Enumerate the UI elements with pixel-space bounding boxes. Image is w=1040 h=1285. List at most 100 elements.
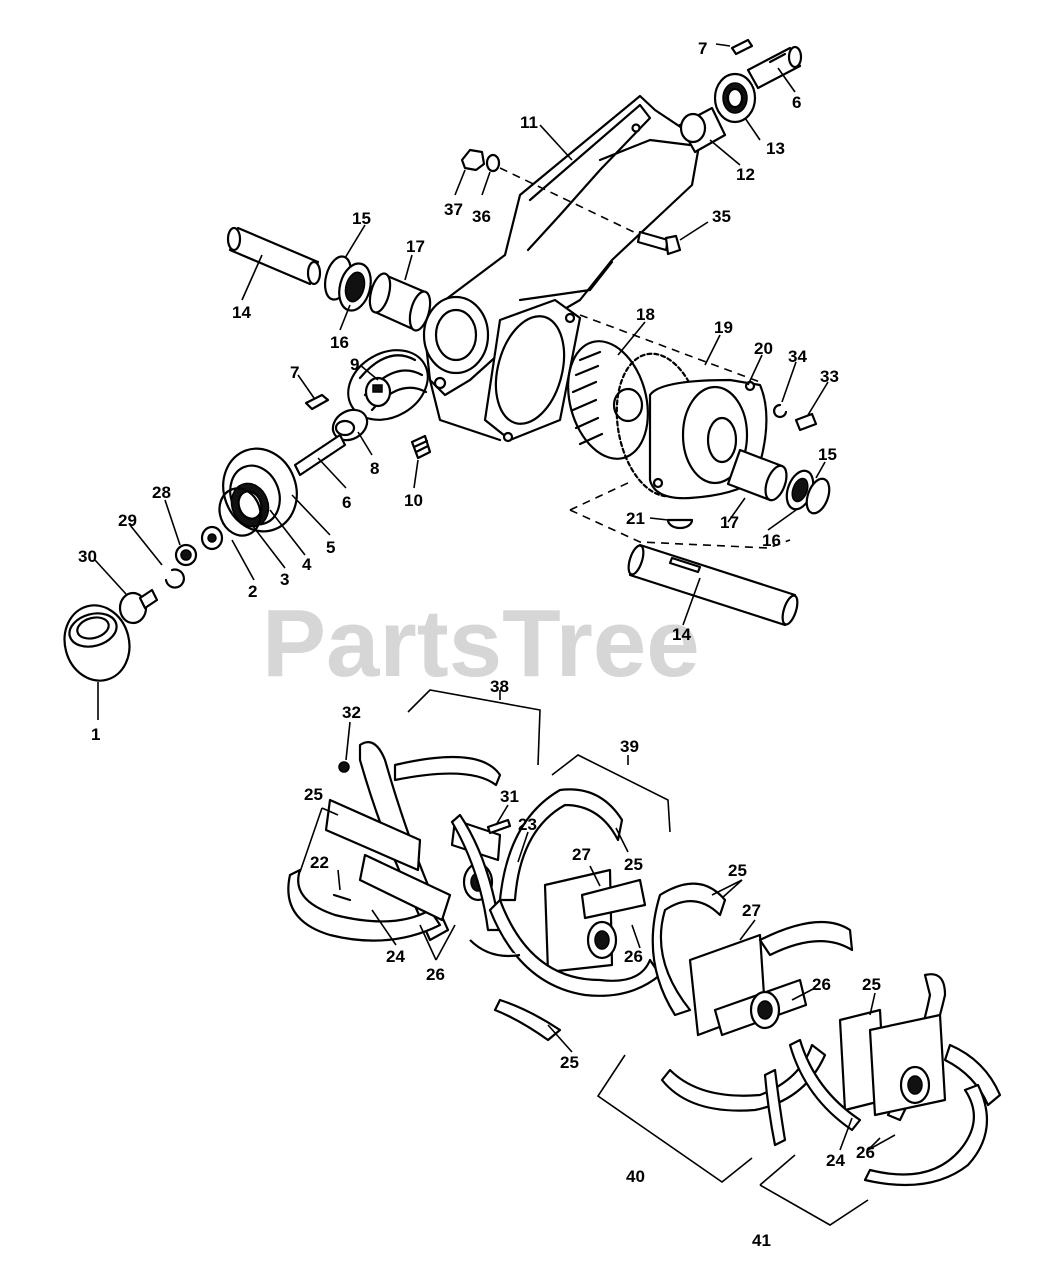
callout-20: 20 [754, 339, 773, 358]
callout-25: 25 [304, 785, 323, 804]
callout-39: 39 [620, 737, 639, 756]
fitting-part-30[interactable] [118, 588, 159, 625]
callout-5: 5 [326, 538, 335, 557]
callout-12: 12 [736, 165, 755, 184]
callout-25: 25 [624, 855, 643, 874]
callout-32: 32 [342, 703, 361, 722]
housing-part-11[interactable] [422, 94, 702, 443]
tine-blade [660, 1043, 827, 1112]
callout-34: 34 [788, 347, 807, 366]
group-brackets [407, 689, 869, 1226]
callout-29: 29 [118, 511, 137, 530]
callout-38: 38 [490, 677, 509, 696]
tine-blade [450, 813, 502, 932]
assembly-line-35 [499, 167, 641, 236]
callout-24: 24 [826, 1151, 845, 1170]
tine-blade [287, 868, 442, 942]
tine-blade [863, 1083, 989, 1187]
tine-set-38[interactable] [287, 741, 520, 942]
callout-4: 4 [302, 555, 312, 574]
cap-part-1[interactable] [56, 598, 137, 688]
bearing-part-13[interactable] [713, 72, 757, 124]
washer-part-36[interactable] [485, 153, 501, 173]
bolt-part-33[interactable] [794, 412, 818, 432]
callout-15: 15 [818, 445, 837, 464]
callout-14: 14 [232, 303, 251, 322]
woodruff-key-part-21[interactable] [666, 518, 694, 530]
tine-blade [763, 1068, 787, 1147]
tine-blade [393, 755, 502, 787]
shaft-part-14-upper[interactable] [226, 226, 322, 286]
bushing-part-12[interactable] [678, 106, 727, 154]
callout-labels: 7 6 13 12 11 37 36 35 15 17 14 16 18 19 … [78, 39, 881, 1250]
watermark: PartsTree [262, 590, 700, 697]
bearing-part-4[interactable] [226, 478, 275, 532]
callout-16: 16 [330, 333, 349, 352]
shaft-part-6-upper[interactable] [746, 45, 803, 90]
race-part-3[interactable] [213, 483, 267, 542]
callout-40: 40 [626, 1167, 645, 1186]
callout-7: 7 [698, 39, 707, 58]
shaft-part-6-lower[interactable] [293, 433, 347, 477]
callout-6: 6 [342, 493, 351, 512]
callout-30: 30 [78, 547, 97, 566]
seal-part-15-lower[interactable] [802, 476, 833, 517]
callout-25: 25 [560, 1053, 579, 1072]
worm-gear-part-9[interactable] [336, 336, 441, 433]
bolt-part-35[interactable] [636, 230, 682, 256]
callout-26: 26 [812, 975, 831, 994]
set-screw-part-10[interactable] [410, 434, 432, 460]
washer-part-2[interactable] [200, 525, 224, 551]
washer-part-34[interactable] [773, 403, 788, 419]
callout-35: 35 [712, 207, 731, 226]
key-part-7-upper[interactable] [730, 38, 754, 56]
spiral-gear-part-18[interactable] [556, 332, 660, 468]
tine-plate [358, 853, 452, 922]
tine-blade [943, 1043, 1002, 1107]
key-part-7-lower[interactable] [304, 393, 330, 411]
callout-6: 6 [792, 93, 801, 112]
callout-26: 26 [426, 965, 445, 984]
callout-28: 28 [152, 483, 171, 502]
tine-blade [498, 788, 624, 902]
callout-14: 14 [672, 625, 691, 644]
tine-blade [788, 1038, 862, 1132]
tine-plate [580, 878, 647, 920]
callout-13: 13 [766, 139, 785, 158]
tine-set-39[interactable] [469, 788, 662, 1042]
callout-27: 27 [572, 845, 591, 864]
tine-blade [651, 882, 727, 1017]
assembly-bracket-lower [569, 481, 791, 549]
callout-15: 15 [352, 209, 371, 228]
callout-31: 31 [500, 787, 519, 806]
callout-21: 21 [626, 509, 645, 528]
bushing-part-17-lower[interactable] [726, 448, 791, 503]
leader-lines-upper [94, 43, 829, 720]
bushing-part-17-upper[interactable] [366, 271, 434, 332]
tine-set-40[interactable] [651, 882, 854, 1147]
tine-set-41[interactable] [788, 973, 1002, 1187]
assembly-line-20 [579, 314, 761, 383]
bearing-part-16-upper[interactable] [334, 260, 375, 314]
callout-25: 25 [862, 975, 881, 994]
callout-16: 16 [762, 531, 781, 550]
washer-part-28[interactable] [174, 543, 198, 567]
callout-3: 3 [280, 570, 289, 589]
callout-17: 17 [406, 237, 425, 256]
callout-23: 23 [518, 815, 537, 834]
callout-37: 37 [444, 200, 463, 219]
callout-1: 1 [91, 725, 100, 744]
callout-9: 9 [350, 355, 359, 374]
callout-2: 2 [248, 582, 257, 601]
shaft-part-14-lower[interactable] [626, 543, 801, 627]
callout-41: 41 [752, 1231, 771, 1250]
nut-part-37[interactable] [460, 148, 486, 172]
callout-26: 26 [856, 1143, 875, 1162]
callout-33: 33 [820, 367, 839, 386]
retaining-ring-part-29[interactable] [164, 568, 185, 589]
callout-25: 25 [728, 861, 747, 880]
callout-24: 24 [386, 947, 405, 966]
callout-10: 10 [404, 491, 423, 510]
